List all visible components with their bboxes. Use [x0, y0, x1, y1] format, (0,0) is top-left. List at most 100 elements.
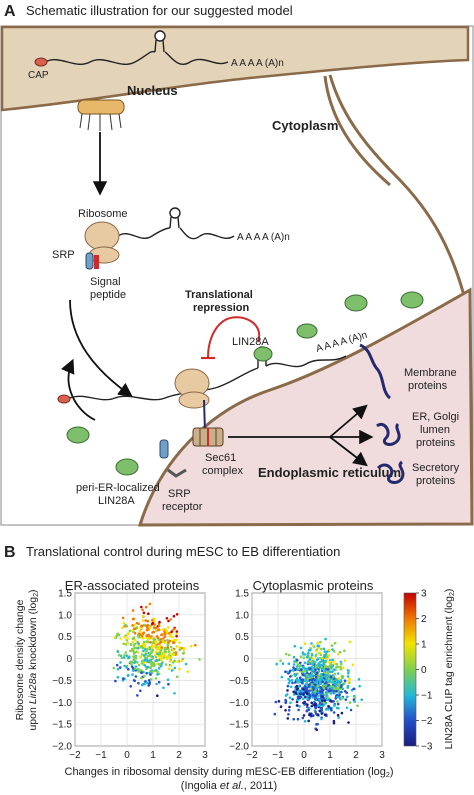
scatter-point [298, 705, 301, 708]
scatter-point [144, 652, 147, 655]
scatter-point [182, 647, 186, 651]
scatter-point [127, 668, 130, 671]
er-ribosome-small [178, 391, 210, 409]
scatter-point [318, 679, 322, 683]
y-tick-label: 0 [243, 654, 249, 665]
scatter-point [328, 677, 331, 681]
scatter-point [168, 639, 172, 643]
scatter-point [295, 698, 299, 702]
polya-top-label: A A A A (A)n [231, 58, 284, 69]
scatter-point [194, 643, 197, 647]
scatter-point [307, 651, 310, 655]
scatter-point [175, 634, 178, 638]
scatter-point [293, 644, 297, 648]
scatter-point [157, 624, 161, 627]
scatter-point [288, 696, 292, 699]
scatter-point [163, 646, 167, 650]
scatter-point [291, 698, 294, 701]
scatter-point [325, 694, 329, 697]
scatter-point [337, 683, 341, 686]
scatter-point [310, 704, 314, 708]
scatter-point [133, 661, 136, 665]
colorbar [403, 592, 417, 747]
scatter-point [303, 661, 307, 665]
scatter-point [313, 709, 317, 712]
scatter-point [323, 660, 327, 663]
scatter-point [163, 632, 167, 636]
scatter-point [150, 644, 154, 647]
scatter-point [298, 679, 301, 682]
x-tick-label: 2 [176, 750, 182, 761]
scatter-point [126, 633, 129, 636]
scatter-point [327, 683, 330, 687]
scatter-point [319, 640, 322, 644]
scatter-point [133, 627, 136, 630]
scatter-point [342, 683, 345, 686]
scatter-point [149, 660, 153, 663]
scatter-point [165, 657, 169, 660]
scatter-point [136, 651, 140, 654]
scatter-point [156, 652, 160, 656]
scatter-point [329, 699, 332, 702]
scatter-point [140, 676, 143, 680]
scatter-point [343, 659, 347, 662]
scatter-point [143, 682, 146, 686]
y-tick-label: 0 [66, 654, 72, 665]
scatter-point [310, 642, 313, 645]
scatter-point [121, 677, 125, 680]
scatter-point [164, 663, 168, 666]
scatter-point [154, 626, 158, 630]
scatter-point [169, 618, 173, 621]
er-golgi-label-1: ER, Golgi [412, 411, 459, 423]
scatter-point [166, 643, 170, 647]
polya-mid-label: A A A A (A)n [237, 232, 290, 243]
scatter-point [164, 628, 168, 631]
scatter-point [153, 620, 156, 623]
scatter-point [152, 641, 155, 645]
scatter-point [328, 661, 331, 664]
scatter-point [156, 670, 159, 673]
membrane-protein-icon [359, 343, 392, 400]
y-tick-label: −0.5 [229, 676, 249, 687]
scatter-point [321, 667, 325, 670]
scatter-point [315, 728, 319, 732]
scatter-point [310, 671, 314, 675]
scatter-point [128, 660, 132, 664]
scatter-point [134, 665, 138, 668]
scatter-point [158, 620, 161, 624]
scatter-point [301, 697, 305, 700]
scatter-point [318, 682, 322, 685]
scatter-point [292, 663, 296, 666]
scatter-point [304, 695, 307, 699]
scatter-point [133, 632, 137, 635]
scatter-point [137, 663, 141, 667]
scatter-point [341, 675, 345, 678]
scatter-point [287, 709, 291, 712]
nascent-chain [203, 399, 206, 433]
scatter-point [168, 660, 172, 663]
scatter-point [274, 700, 278, 704]
scatter-point [116, 650, 120, 654]
chart1-title: ER-associated proteins [65, 578, 200, 593]
stem-loop-mid [169, 216, 180, 229]
scatter-point [337, 677, 341, 680]
scatter-point [290, 678, 294, 682]
scatter-point [333, 641, 337, 645]
scatter-point [170, 630, 173, 634]
scatter-point [292, 655, 296, 659]
scatter-point [301, 716, 305, 720]
scatter-point [125, 642, 129, 645]
scatter-point [344, 698, 348, 701]
scatter-point [335, 666, 338, 669]
srp-receptor-label-1: SRP [168, 488, 191, 500]
scatter-point [340, 684, 343, 687]
lin28a-peri-er-icon-2 [115, 458, 139, 476]
scatter-point [124, 623, 127, 627]
scatter-point [315, 686, 319, 690]
scatter-point [288, 705, 291, 709]
stem-loop-top-loop [154, 30, 166, 42]
scatter-point [301, 678, 305, 682]
cap-icon [34, 57, 48, 67]
